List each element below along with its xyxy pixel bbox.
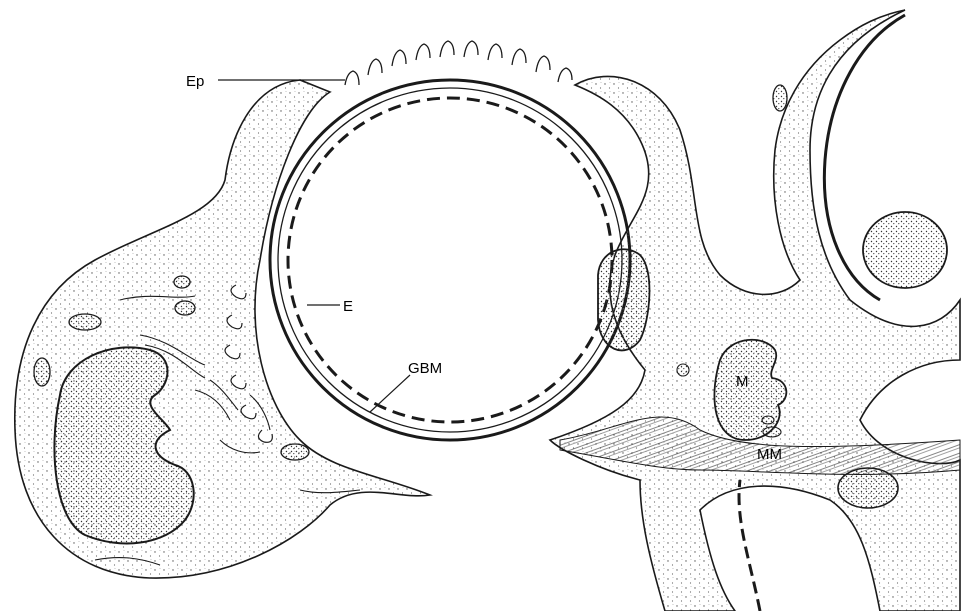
label-gbm: GBM: [408, 360, 442, 377]
right-podocyte-nucleus: [863, 212, 947, 288]
label-m: M: [736, 373, 749, 390]
label-e: E: [343, 298, 353, 315]
foot-processes-top: [345, 41, 572, 85]
label-mm: MM: [757, 446, 782, 463]
mesangial-nucleus: [714, 340, 786, 440]
lower-right-nucleus: [838, 468, 898, 508]
capillary-lumen: [295, 105, 605, 415]
label-ep: Ep: [186, 73, 204, 90]
endothelial-nucleus: [598, 249, 649, 350]
second-capillary-wall-lower: [739, 480, 760, 611]
